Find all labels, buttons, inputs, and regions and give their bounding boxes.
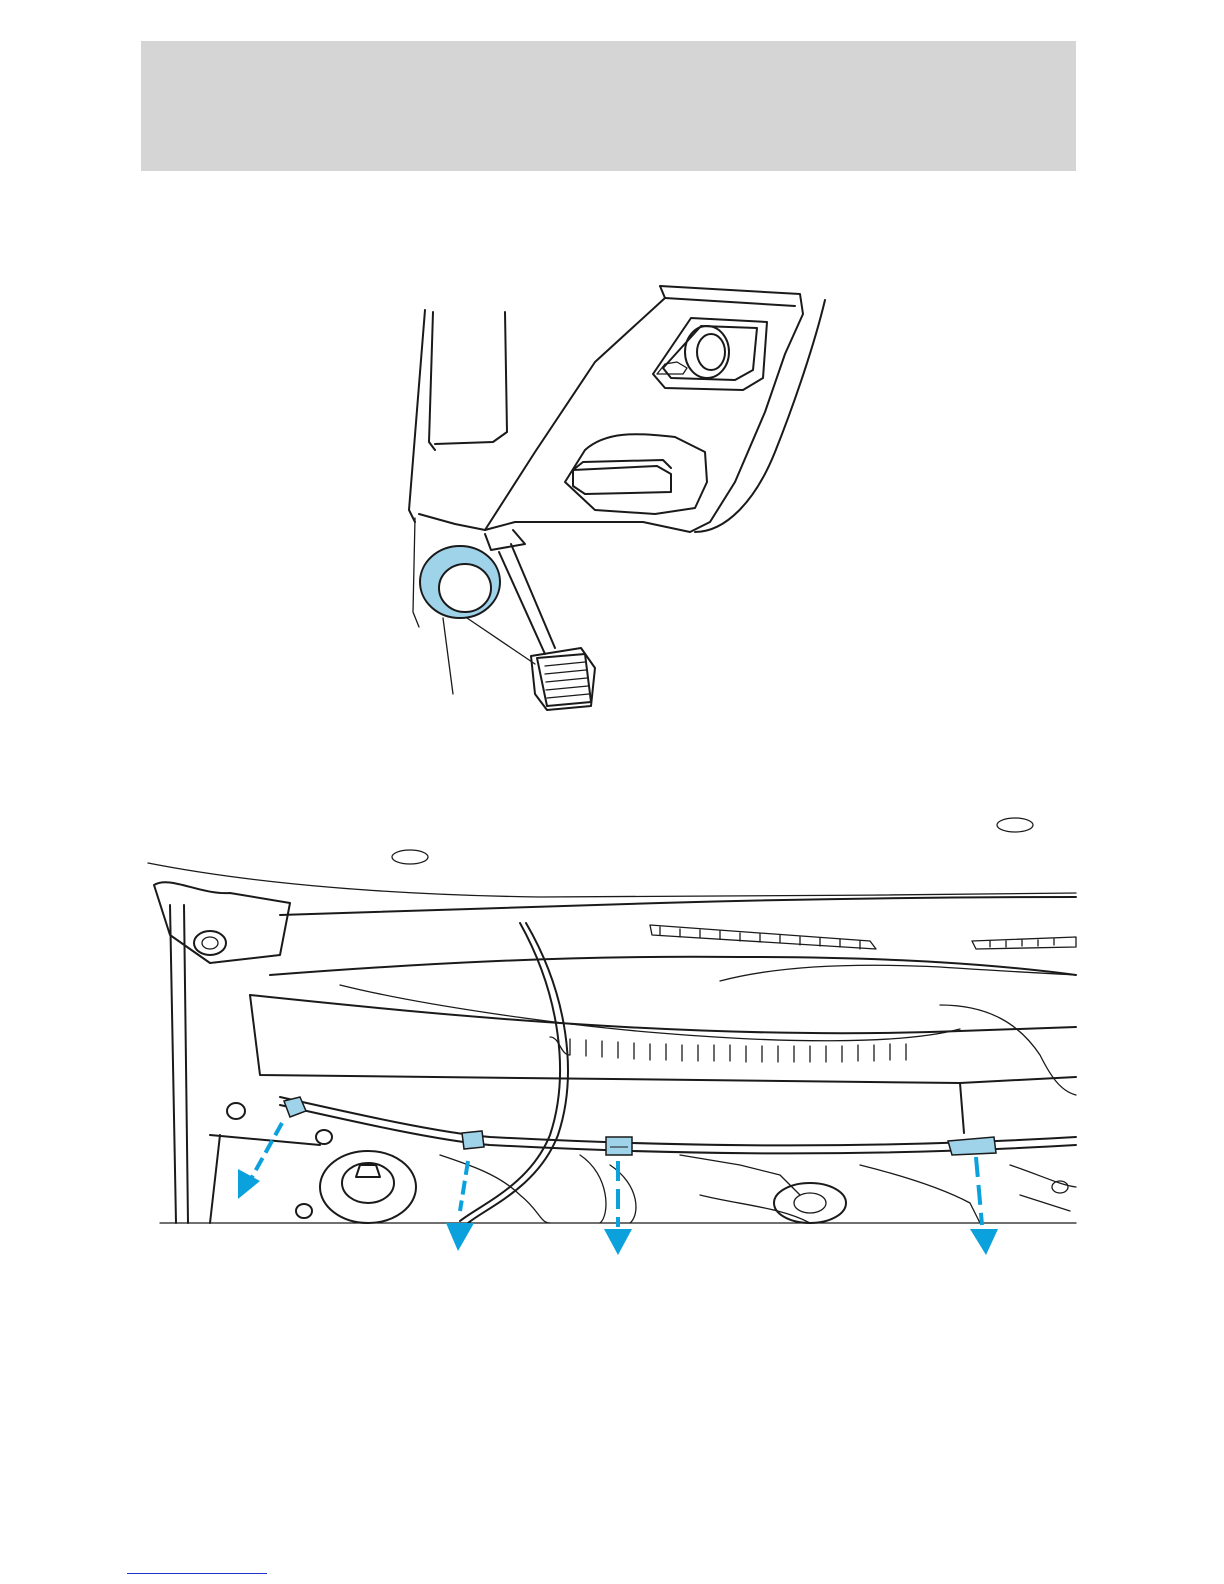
reset-button-illustration (395, 282, 835, 717)
brake-pedal-icon (531, 648, 595, 710)
engine-compartment-illustration (140, 815, 1080, 1260)
reset-button-icon (420, 546, 500, 618)
engine-compartment-drawing (140, 815, 1080, 1260)
leader-line (443, 618, 453, 694)
prop-rod (170, 905, 188, 1223)
arrow-1 (238, 1123, 282, 1199)
parking-brake-release (565, 434, 707, 514)
wiring-harness (280, 1097, 1076, 1145)
arrow-4 (970, 1157, 998, 1255)
footer-link-underline[interactable] (127, 1573, 267, 1574)
connector-tag-4 (948, 1137, 996, 1155)
hose-cable (460, 923, 560, 1221)
arrow-2 (446, 1161, 474, 1251)
hood-release-icon (653, 318, 767, 390)
connector-tag-3 (606, 1137, 632, 1155)
connector-tag-1 (284, 1097, 306, 1117)
header-band (141, 41, 1076, 171)
reset-button-drawing (395, 282, 835, 717)
hood-edge (148, 863, 1076, 897)
strut-tower (320, 1151, 416, 1223)
arrow-3 (604, 1161, 632, 1255)
pillar-outline (409, 310, 425, 522)
connector-tag-2 (462, 1131, 484, 1149)
pedal-arm (499, 544, 555, 654)
dash-panel-outline (419, 286, 803, 532)
